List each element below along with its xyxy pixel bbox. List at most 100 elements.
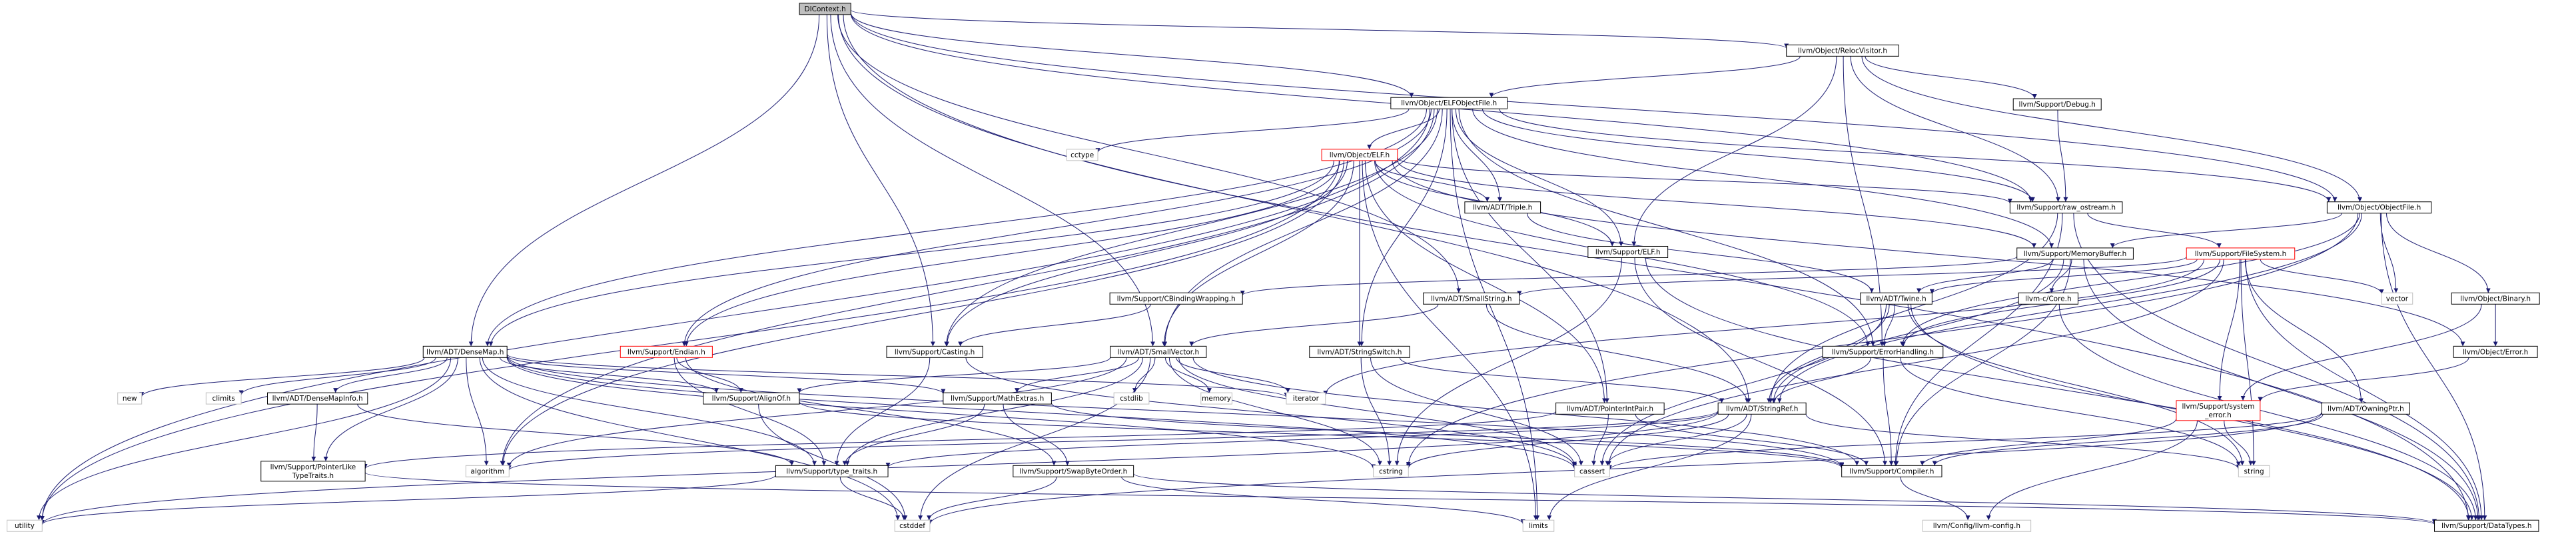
node-errorhandling[interactable]: llvm/Support/ErrorHandling.h: [1822, 345, 1944, 358]
node-adt_twine[interactable]: llvm/ADT/Twine.h: [1860, 292, 1932, 305]
node-relocvisitor[interactable]: llvm/Object/RelocVisitor.h: [1786, 44, 1899, 57]
node-support_debug[interactable]: llvm/Support/Debug.h: [2012, 98, 2102, 111]
node-label: iterator: [1293, 395, 1320, 403]
edge-dicontext-to-smallvector: [830, 14, 1156, 347]
node-cstdlib: cstdlib: [1113, 392, 1150, 405]
edge-errorhandling-to-stringref: [1771, 357, 1871, 403]
node-label: llvm/ADT/SmallString.h: [1431, 295, 1512, 303]
edge-objectfile-to-memorybuffer: [2110, 213, 2342, 249]
node-llvm_config: llvm/Config/llvm-config.h: [1922, 519, 2032, 532]
edge-elfobjectfile-to-support_endian: [681, 109, 1432, 347]
node-densemapinfo[interactable]: llvm/ADT/DenseMapInfo.h: [267, 392, 368, 405]
edge-object_elf-to-support_endian: [683, 160, 1340, 347]
node-label: llvm/Object/ObjectFile.h: [2338, 204, 2421, 212]
edge-smallvector-to-type_traits: [845, 357, 1144, 466]
node-raw_ostream[interactable]: llvm/Support/raw_ostream.h: [2009, 201, 2123, 214]
edge-elfobjectfile-to-object_elf: [1367, 109, 1440, 149]
edge-relocvisitor-to-raw_ostream: [1850, 56, 2061, 202]
node-mathextras[interactable]: llvm/Support/MathExtras.h: [943, 392, 1052, 405]
node-label: llvm/Object/RelocVisitor.h: [1798, 47, 1887, 55]
node-stringref[interactable]: llvm/ADT/StringRef.h: [1717, 402, 1807, 415]
node-memorybuffer[interactable]: llvm/Support/MemoryBuffer.h: [2016, 247, 2134, 260]
edge-raw_ostream-to-filesystem: [2087, 213, 2222, 249]
node-swapbyteorder[interactable]: llvm/Support/SwapByteOrder.h: [1013, 465, 1134, 477]
node-iterator: iterator: [1286, 392, 1326, 405]
node-support_elf[interactable]: llvm/Support/ELF.h: [1587, 245, 1669, 258]
edge-densemap-to-climits: [238, 357, 436, 395]
edge-densemapinfo-to-pointerlike: [311, 404, 318, 461]
edge-object_elf-to-pointerintpair: [1364, 160, 1607, 403]
node-dicontext[interactable]: DIContext.h: [799, 3, 851, 15]
node-label: llvm/Object/ELF.h: [1330, 151, 1390, 159]
edge-objectfile-to-stringref: [1777, 213, 2362, 403]
edge-smallvector-to-iterator: [1176, 357, 1290, 393]
edge-object_elf-to-smallvector: [1162, 160, 1354, 347]
edge-raw_ostream-to-datatypes: [2073, 213, 2481, 521]
node-object_binary[interactable]: llvm/Object/Binary.h: [2451, 292, 2540, 305]
node-label: llvm/Support/CBindingWrapping.h: [1117, 295, 1236, 303]
node-label: llvm/ADT/Triple.h: [1473, 204, 1532, 212]
node-densemap[interactable]: llvm/ADT/DenseMap.h: [422, 345, 508, 358]
edge-stringref-to-cstring: [1406, 414, 1729, 469]
node-support_endian[interactable]: llvm/Support/Endian.h: [620, 345, 713, 358]
node-llvmc_core[interactable]: llvm-c/Core.h: [2018, 292, 2078, 305]
node-filesystem[interactable]: llvm/Support/FileSystem.h: [2186, 247, 2296, 260]
node-alignof[interactable]: llvm/Support/AlignOf.h: [703, 392, 800, 405]
edge-smallvector-to-mathextras: [1015, 357, 1139, 393]
node-datatypes[interactable]: llvm/Support/DataTypes.h: [2434, 519, 2539, 532]
node-type_traits[interactable]: llvm/Support/type_traits.h: [775, 465, 889, 477]
edge-raw_ostream-to-stringref: [1768, 213, 2058, 403]
node-object_elf[interactable]: llvm/Object/ELF.h: [1321, 149, 1398, 161]
node-label: llvm/ADT/StringRef.h: [1726, 405, 1799, 413]
edge-dicontext-to-objectfile: [850, 12, 2338, 202]
node-owningptr[interactable]: llvm/ADT/OwningPtr.h: [2321, 402, 2410, 415]
node-objectfile[interactable]: llvm/Object/ObjectFile.h: [2326, 201, 2432, 214]
edge-system_error-to-string: [2224, 420, 2254, 466]
node-system_error[interactable]: llvm/Support/system_error.h: [2176, 400, 2261, 421]
node-limits: limits: [1522, 519, 1555, 532]
node-adt_triple[interactable]: llvm/ADT/Triple.h: [1464, 201, 1541, 214]
edge-objectfile-to-vector: [2379, 213, 2399, 293]
node-support_casting[interactable]: llvm/Support/Casting.h: [886, 345, 983, 358]
node-label: llvm/ADT/DenseMap.h: [426, 348, 504, 356]
node-smallstring[interactable]: llvm/ADT/SmallString.h: [1423, 292, 1520, 305]
node-cctype: cctype: [1066, 149, 1098, 161]
node-label: limits: [1529, 522, 1548, 530]
edge-elfobjectfile-to-raw_ostream: [1482, 109, 2035, 202]
edge-stringref-to-algorithm: [507, 410, 1719, 471]
node-label: llvm/Support/system: [2182, 403, 2255, 411]
node-cbindingwrapping[interactable]: llvm/Support/CBindingWrapping.h: [1109, 292, 1243, 305]
node-label: cassert: [1579, 467, 1605, 475]
node-label: llvm/Support/raw_ostream.h: [2016, 204, 2116, 212]
edge-dicontext-to-datatypes: [843, 14, 2471, 521]
node-label: llvm/ADT/DenseMapInfo.h: [272, 395, 363, 403]
edge-mathextras-to-compiler: [1051, 403, 1845, 467]
edge-smallvector-to-cstdlib: [1132, 357, 1156, 393]
edge-stringref-to-cassert: [1605, 414, 1747, 466]
edge-swapbyteorder-to-datatypes: [1133, 473, 2437, 525]
node-smallvector[interactable]: llvm/ADT/SmallVector.h: [1110, 345, 1207, 358]
edge-smallstring-to-stringref: [1486, 304, 1750, 403]
edge-densemap-to-utility: [37, 357, 452, 521]
node-label: string: [2244, 467, 2264, 475]
edge-object_elf-to-densemap: [488, 160, 1334, 347]
node-label: llvm/Support/AlignOf.h: [712, 395, 791, 403]
edge-densemap-to-iterator: [506, 353, 1289, 398]
edge-smallvector-to-compiler: [1192, 357, 1859, 466]
node-compiler[interactable]: llvm/Support/Compiler.h: [1841, 465, 1942, 477]
edge-elfobjectfile-to-pointerintpair: [1452, 109, 1609, 403]
edge-type_traits-to-cstddef: [839, 477, 907, 521]
node-label: llvm/Object/Binary.h: [2460, 295, 2531, 303]
edge-memorybuffer-to-llvmc_core: [2049, 259, 2072, 293]
edge-adt_twine-to-cassert: [1599, 304, 1887, 466]
node-object_error[interactable]: llvm/Object/Error.h: [2453, 345, 2538, 358]
node-stringswitch[interactable]: llvm/ADT/StringSwitch.h: [1309, 345, 1410, 358]
edge-densemap-to-mathextras: [506, 355, 946, 394]
node-pointerintpair[interactable]: llvm/ADT/PointerIntPair.h: [1555, 402, 1665, 415]
node-label: cstddef: [899, 522, 925, 530]
edge-elfobjectfile-to-adt_triple: [1452, 109, 1502, 202]
edge-support_endian-to-alignof: [676, 357, 743, 393]
node-elfobjectfile[interactable]: llvm/Object/ELFObjectFile.h: [1390, 97, 1508, 109]
edge-type_traits-to-utility: [39, 475, 776, 525]
